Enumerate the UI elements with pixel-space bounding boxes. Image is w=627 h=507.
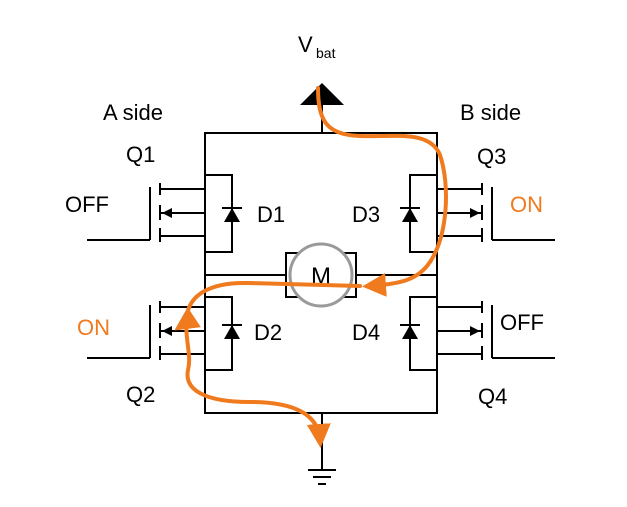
ground-icon — [308, 469, 336, 485]
transistor-q3 — [436, 175, 555, 242]
diode-icon — [224, 325, 240, 339]
current-path — [174, 86, 448, 448]
diode-d2 — [222, 324, 242, 339]
motor-icon — [288, 242, 354, 308]
vbat-label: V — [298, 32, 313, 57]
supply-arrow-icon — [300, 83, 344, 105]
d1-label: D1 — [257, 202, 285, 227]
motor: M — [285, 242, 357, 308]
q3-state-label: ON — [510, 192, 543, 217]
diode-d1 — [222, 207, 242, 222]
q3-label: Q3 — [477, 144, 506, 169]
supply-terminal: V bat — [298, 32, 344, 133]
d3-label: D3 — [352, 202, 380, 227]
diode-icon — [402, 208, 418, 222]
transistor-q4 — [436, 297, 555, 370]
vbat-subscript: bat — [316, 45, 336, 61]
a-side-label: A side — [103, 100, 163, 125]
q2-state-label: ON — [77, 315, 110, 340]
diode-icon — [224, 208, 240, 222]
q1-label: Q1 — [126, 142, 155, 167]
q2-label: Q2 — [126, 382, 155, 407]
b-side-label: B side — [460, 100, 521, 125]
diode-d3 — [400, 207, 420, 222]
diode-d4 — [400, 324, 420, 339]
q4-state-label: OFF — [500, 310, 544, 335]
transistor-q1 — [87, 175, 206, 242]
diode-icon — [402, 325, 418, 339]
d2-label: D2 — [254, 320, 282, 345]
transistor-q2 — [87, 297, 206, 370]
q4-label: Q4 — [478, 384, 507, 409]
d4-label: D4 — [352, 320, 380, 345]
q1-state-label: OFF — [65, 192, 109, 217]
